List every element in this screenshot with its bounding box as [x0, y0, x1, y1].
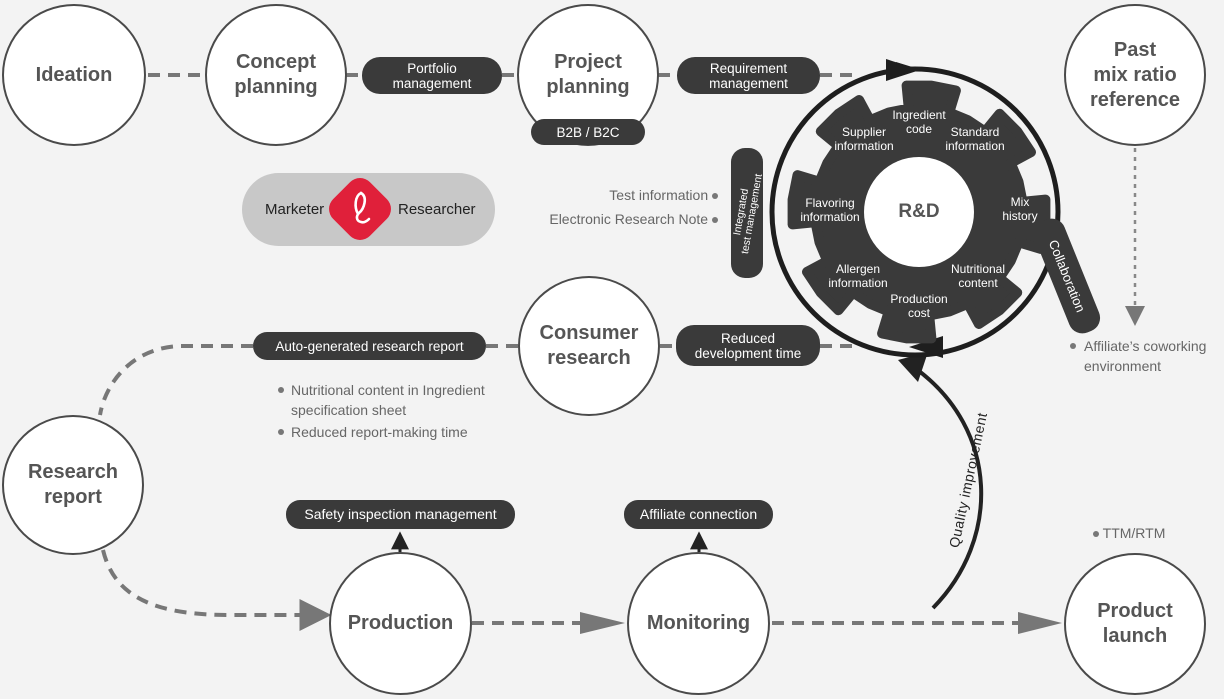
- gear-flavoring-information: Flavoring information: [800, 196, 860, 224]
- node-consumer-research: Consumer research: [518, 276, 660, 416]
- pill-auto-generated-report: Auto-generated research report: [253, 332, 486, 360]
- brand-logo-mark: [354, 191, 371, 224]
- bullet-dot: [278, 387, 284, 393]
- quality-improvement-arc: [913, 366, 984, 610]
- rd-gear: [787, 80, 1051, 344]
- role-researcher: Researcher: [398, 201, 476, 218]
- bullet-dot: [712, 217, 718, 224]
- node-concept-planning: Concept planning: [205, 4, 347, 146]
- pill-portfolio-management: Portfolio management: [362, 57, 502, 94]
- bullet-dot: [712, 193, 718, 200]
- pill-requirement-management: Requirement management: [677, 57, 820, 94]
- gear-hub: [864, 157, 974, 267]
- node-past-mix-ratio: Past mix ratio reference: [1064, 4, 1206, 146]
- node-monitoring: Monitoring: [627, 552, 770, 695]
- note-test-information: Test information: [560, 185, 718, 205]
- pill-reduced-development-time: Reduced development time: [676, 325, 820, 366]
- node-research-report: Research report: [2, 415, 144, 555]
- note-affiliate-coworking: Affiliate’s coworking environment: [1070, 336, 1224, 376]
- connector-auto-report-curve: [98, 344, 253, 416]
- gear-supplier-information: Supplier information: [834, 125, 894, 153]
- bullet-dot: [278, 429, 284, 435]
- pill-b2b-b2c: B2B / B2C: [531, 119, 645, 145]
- gear-center-label: R&D: [898, 201, 940, 222]
- node-product-launch: Product launch: [1064, 553, 1206, 695]
- bullet-dot: [1070, 343, 1076, 349]
- gear-production-cost: Production cost: [890, 292, 948, 320]
- node-production: Production: [329, 552, 472, 695]
- role-marketer: Marketer: [265, 201, 325, 218]
- gear-mix-history: Mix history: [1002, 195, 1038, 223]
- gear-nutritional-content: Nutritional content: [950, 262, 1006, 290]
- note-ttm-rtm: TTM/RTM: [1093, 523, 1165, 543]
- gear-allergen-information: Allergen information: [828, 262, 888, 290]
- note-nutritional-spec: Nutritional content in Ingredient specif…: [278, 380, 538, 420]
- gear-ingredient-code: Ingredient code: [892, 108, 946, 136]
- arrowhead-monitoring: [580, 612, 625, 634]
- node-ideation: Ideation: [2, 4, 146, 146]
- pill-affiliate-connection: Affiliate connection: [624, 500, 773, 529]
- bullet-dot: [1093, 531, 1099, 538]
- pill-integrated-test-management: Integrated test management: [731, 148, 765, 278]
- arrowhead-launch: [1018, 612, 1062, 634]
- role-box: Marketer Researcher: [242, 172, 495, 246]
- connector-report-production: [101, 549, 332, 631]
- ring-arrow-top-head: [886, 59, 920, 81]
- gear-standard-information: Standard information: [945, 125, 1005, 153]
- note-electronic-research-note: Electronic Research Note: [520, 209, 718, 229]
- note-reduced-report-time: Reduced report-making time: [278, 422, 538, 442]
- pill-safety-inspection: Safety inspection management: [286, 500, 515, 529]
- quality-improvement-arrowhead: [898, 352, 928, 382]
